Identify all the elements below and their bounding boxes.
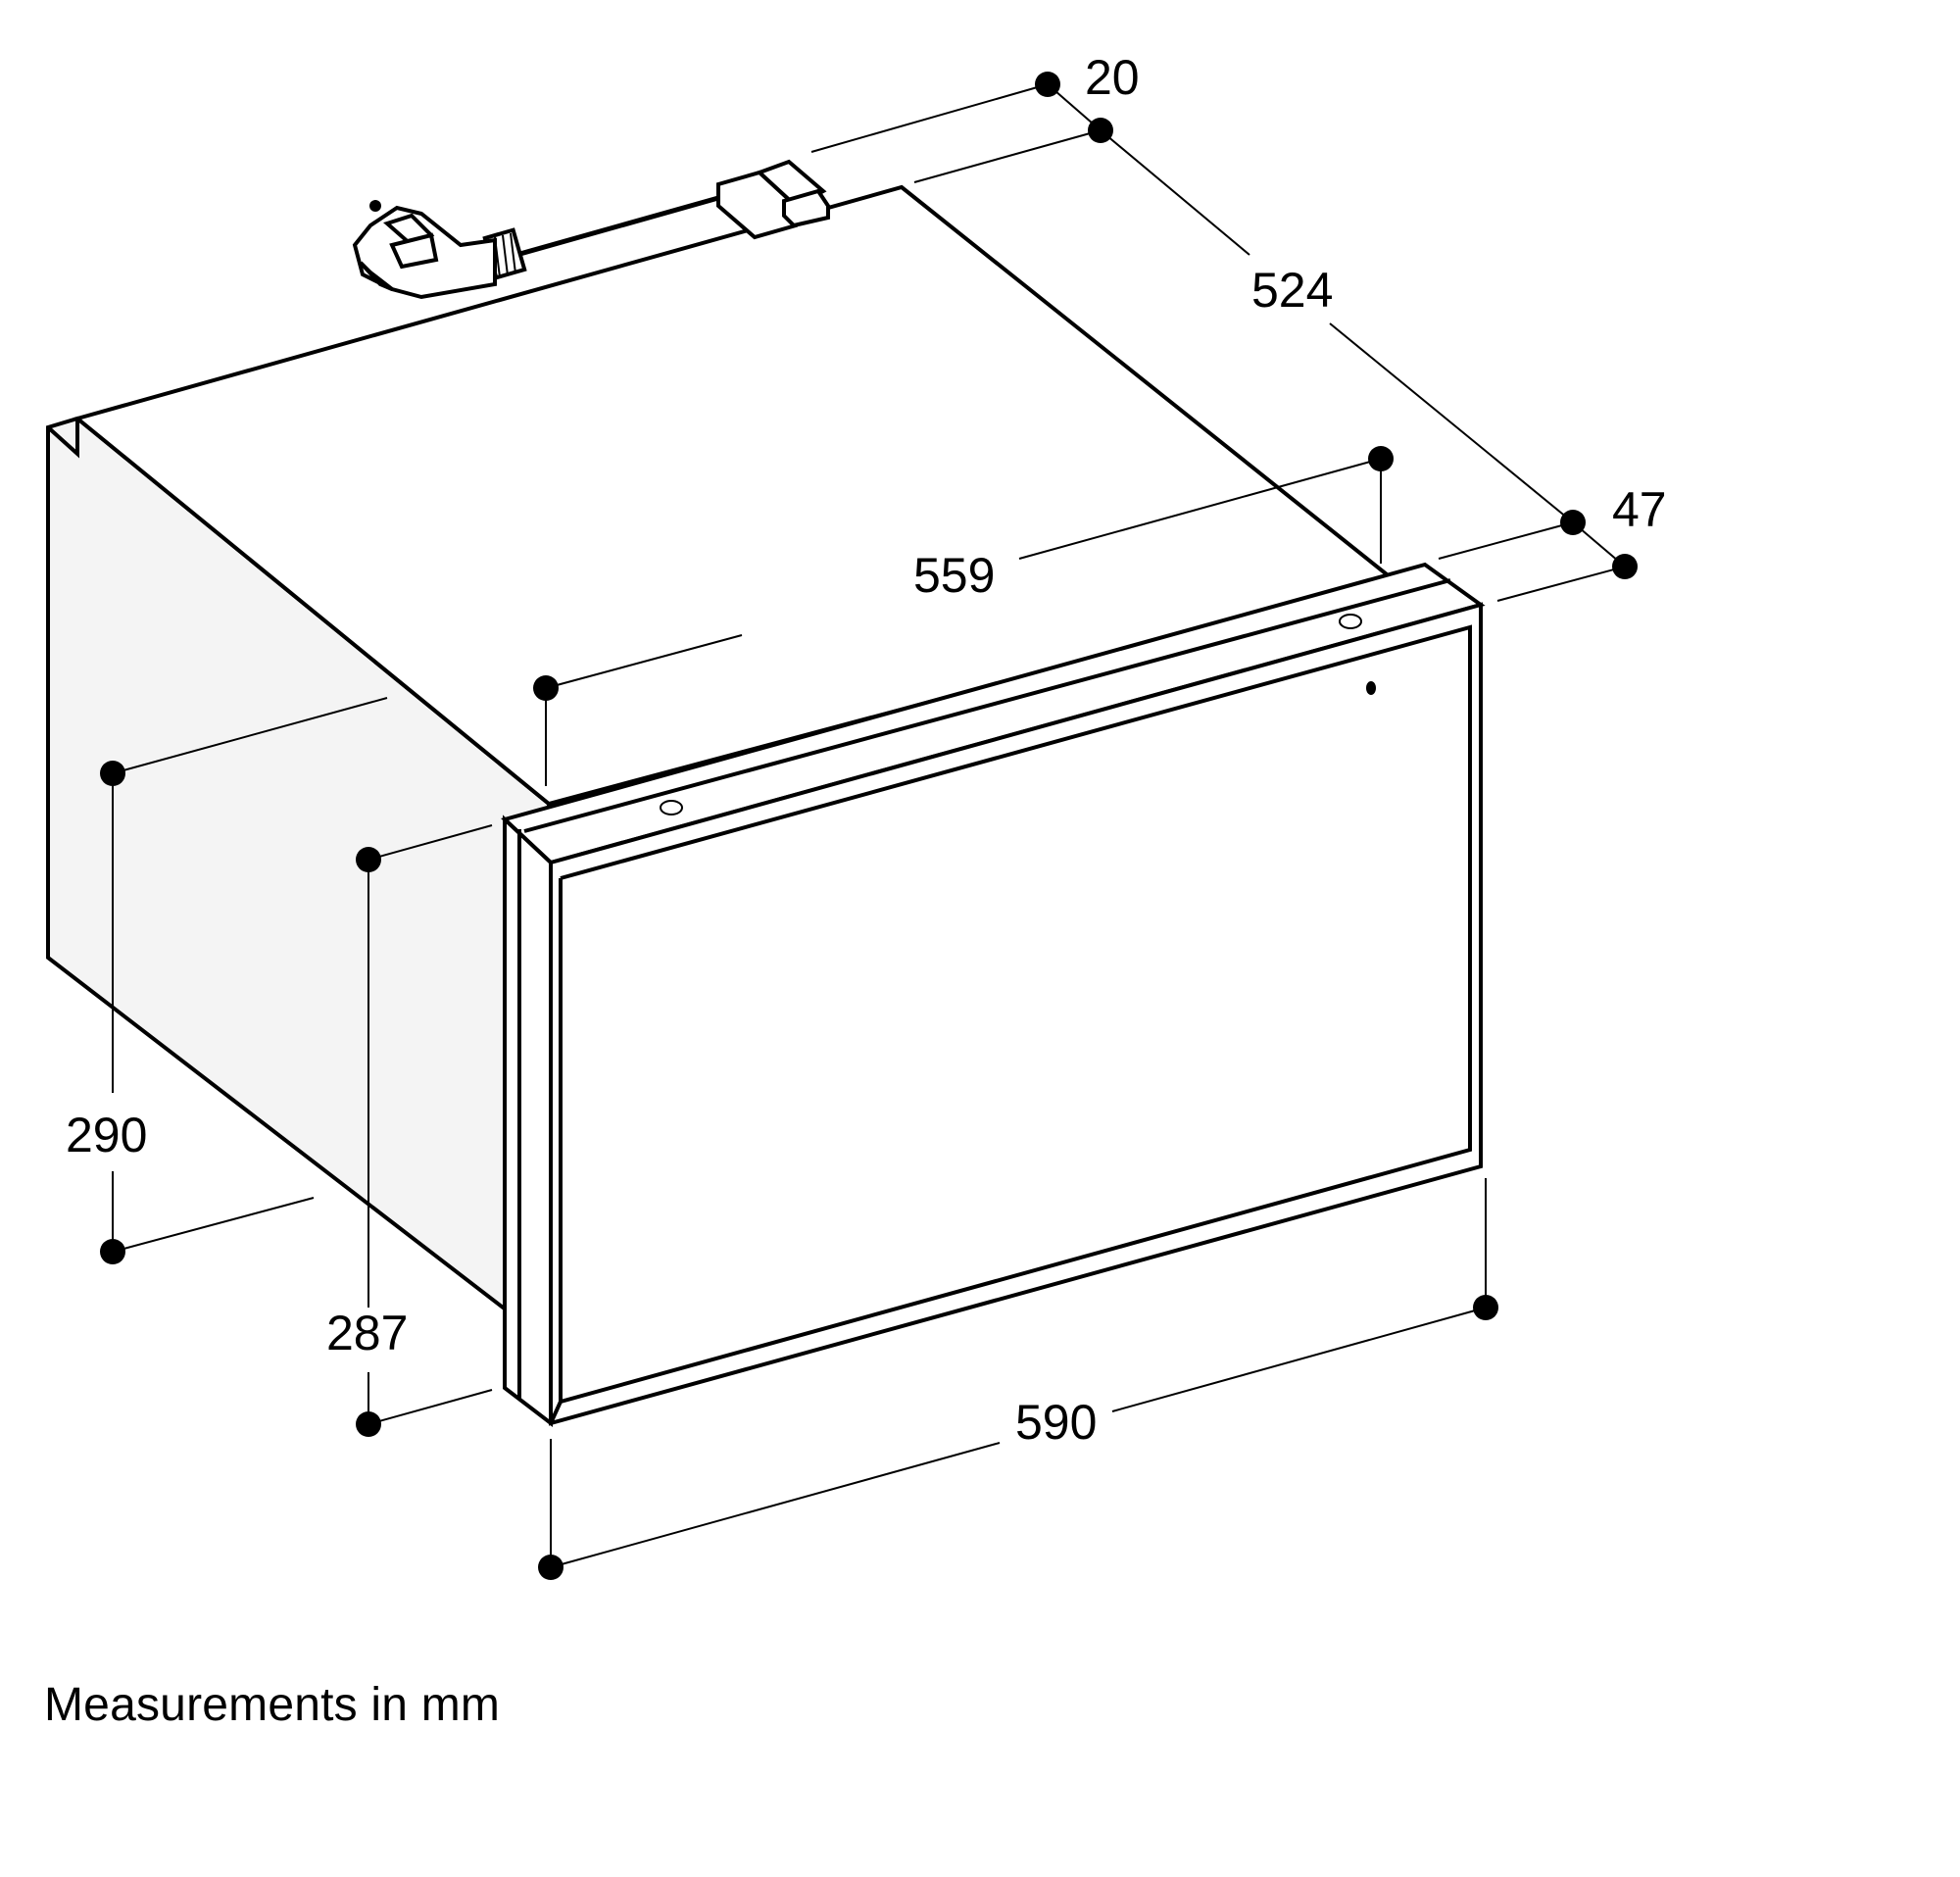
marker-290-bottom <box>100 1239 125 1264</box>
marker-590-right <box>1473 1295 1498 1320</box>
dimension-markers <box>100 72 1638 1580</box>
marker-590-left <box>538 1555 564 1580</box>
marker-20-a <box>1035 72 1060 97</box>
power-cord <box>352 159 830 300</box>
label-cabinet-depth: 524 <box>1251 263 1333 318</box>
mounting-hole-left <box>660 800 683 815</box>
dimension-lines <box>112 83 1626 1568</box>
marker-47-a <box>1560 510 1586 535</box>
marker-559-right <box>1368 446 1394 471</box>
label-front-width: 590 <box>1015 1395 1097 1450</box>
measurement-units-caption: Measurements in mm <box>44 1679 501 1731</box>
label-front-inner-height: 287 <box>326 1306 408 1360</box>
corner-notch <box>46 419 79 459</box>
marker-47-b <box>1612 554 1638 579</box>
label-body-width: 559 <box>913 548 995 603</box>
label-front-panel-thickness: 20 <box>1085 50 1140 105</box>
marker-287-top <box>356 847 381 872</box>
dimension-labels: 20 524 47 559 290 287 590 <box>66 50 1667 1450</box>
marker-559-left <box>533 675 559 701</box>
indicator-dot <box>1366 681 1376 695</box>
label-frame-depth: 47 <box>1612 482 1667 537</box>
label-body-height: 290 <box>66 1108 147 1162</box>
appliance-body <box>46 184 1396 1348</box>
mounting-hole-right <box>1339 614 1362 629</box>
front-frame <box>501 562 1486 1428</box>
marker-20-b <box>1088 118 1113 143</box>
marker-287-bottom <box>356 1411 381 1437</box>
marker-290-top <box>100 761 125 786</box>
frame-left-side <box>503 815 553 1428</box>
